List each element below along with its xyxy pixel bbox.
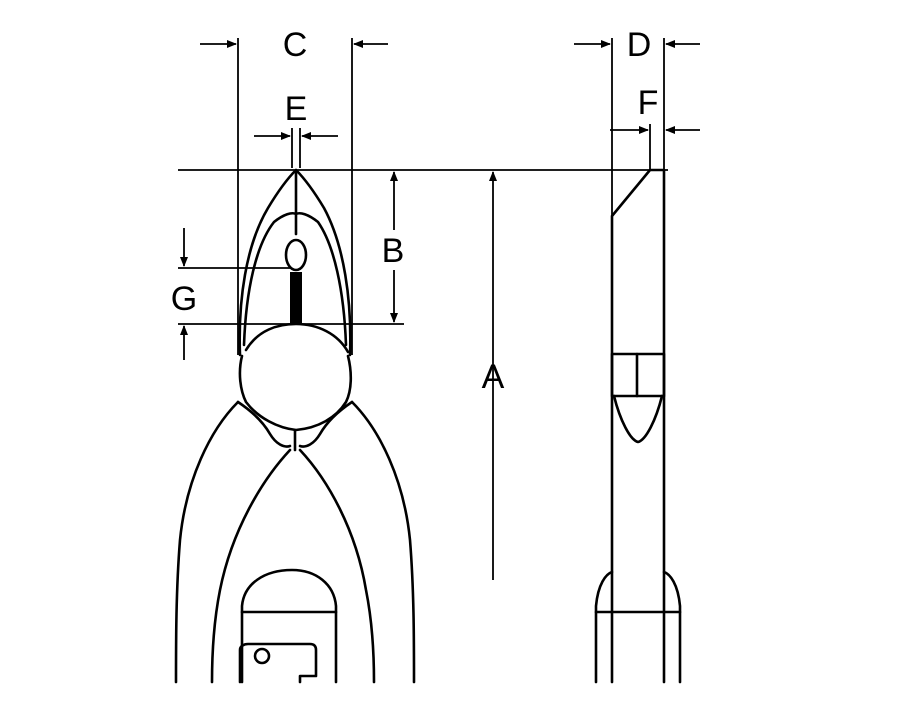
label-f: F [638, 84, 659, 122]
spring-clip [238, 642, 318, 684]
side-jaw-outline [610, 168, 666, 684]
pliers-side-view [594, 168, 682, 684]
pliers-front-view [174, 168, 416, 684]
jaw-inner-right [294, 211, 348, 347]
spring-rivet [253, 647, 271, 665]
dimension-lines [178, 38, 700, 580]
pivot-body [238, 354, 353, 432]
label-a: A [482, 358, 505, 396]
side-handle-grip [594, 570, 614, 684]
dimension-labels: C E B G A D F [171, 26, 659, 396]
handle-inner-right [298, 448, 376, 684]
jaw-inner-left [242, 211, 298, 347]
spring-housing [240, 568, 338, 684]
collar-right [298, 400, 354, 448]
jaw-grip-curve [244, 322, 350, 354]
collar-left [236, 400, 292, 448]
crimp-hole [284, 238, 308, 272]
label-d: D [627, 26, 652, 64]
cutter-slot [290, 272, 302, 324]
label-e: E [285, 90, 308, 128]
side-handle-grip-right [662, 570, 682, 684]
label-c: C [283, 26, 308, 64]
label-b: B [382, 232, 405, 270]
handle-outer-right [350, 400, 416, 684]
handle-inner-left [210, 448, 292, 684]
label-g: G [171, 280, 197, 318]
handle-outer-left [174, 400, 240, 684]
side-rivet-curve [612, 394, 664, 444]
